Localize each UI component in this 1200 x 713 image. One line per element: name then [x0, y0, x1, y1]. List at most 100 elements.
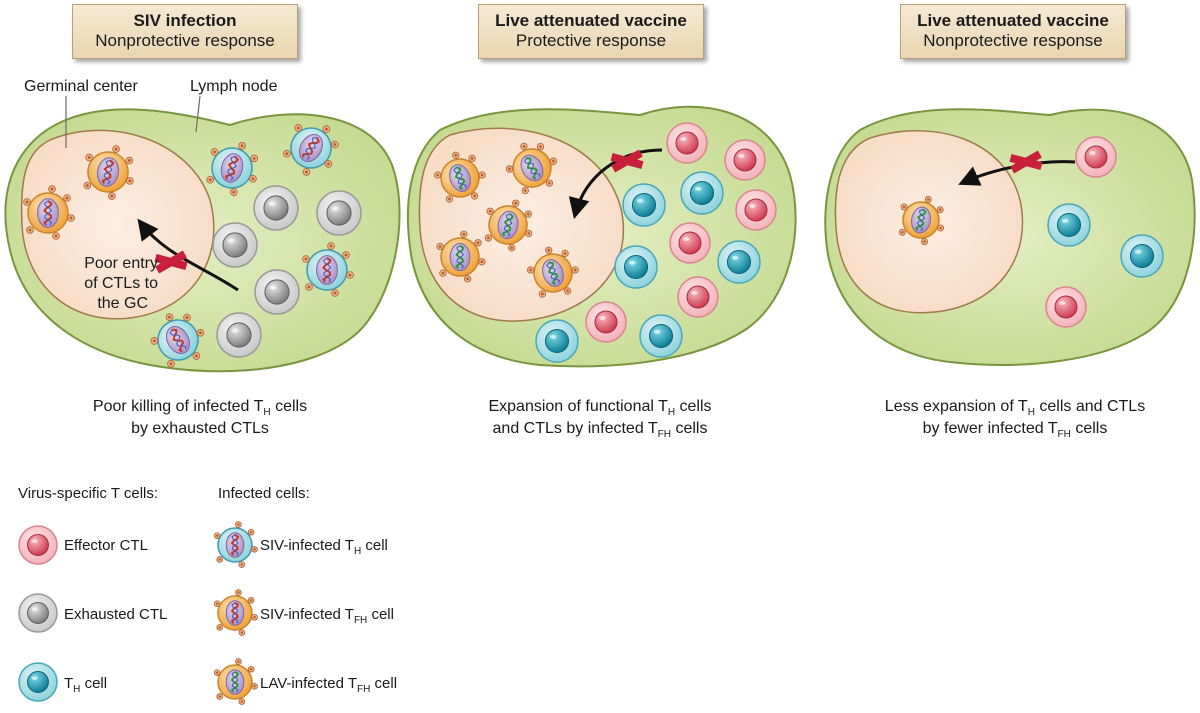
- effector-ctl-cell: [735, 189, 777, 231]
- caption-subscript: H: [1027, 407, 1035, 418]
- poor-entry-line-2: of CTLs to: [84, 275, 158, 292]
- legend-text: SIV-infected T: [260, 606, 354, 623]
- caption-text: cells: [671, 420, 708, 437]
- legend-siv-th-cell: SIV-infected TH cell: [260, 537, 388, 557]
- lav-infected-cell: [434, 151, 486, 203]
- legend-infected-title: Infected cells:: [218, 485, 310, 502]
- legend-effector-ctl: Effector CTL: [64, 537, 148, 554]
- lav-infected-cell: [527, 246, 579, 298]
- panel-1-header: SIV infection Nonprotective response: [72, 4, 298, 59]
- panel-2-subtitle: Protective response: [515, 31, 667, 50]
- caption-text: cells: [1070, 420, 1108, 437]
- th-infected-cell: [206, 142, 259, 197]
- th-cell: [639, 314, 683, 358]
- ctl-entry-arrow: [568, 148, 663, 220]
- tfh-infected-cell: [23, 185, 75, 240]
- caption-line-1: Less expansion of TH cells and CTLs: [850, 397, 1180, 419]
- panel-2-header: Live attenuated vaccine Protective respo…: [478, 4, 704, 59]
- caption-line-2: by exhausted CTLs: [40, 419, 360, 441]
- panel-1-caption: Poor killing of infected TH cells by exh…: [40, 397, 360, 441]
- tfh-infected-cell: [83, 145, 134, 200]
- cells-layer: [18, 122, 1164, 705]
- legend-text: cell: [370, 675, 398, 692]
- panel-3-caption: Less expansion of TH cells and CTLs by f…: [850, 397, 1180, 441]
- poor-entry-line-1: Poor entry: [84, 255, 158, 272]
- panel-3-subtitle: Nonprotective response: [923, 31, 1103, 50]
- legend-exhausted-ctl: Exhausted CTL: [64, 606, 168, 623]
- legend-subscript: H: [73, 684, 81, 695]
- legend-text: cell: [80, 675, 108, 692]
- lymph-node-label: Lymph node: [190, 78, 278, 95]
- effector-ctl-cell: [669, 222, 711, 264]
- caption-line-2: by fewer infected TFH cells: [850, 419, 1180, 441]
- th-cell: [535, 319, 579, 363]
- caption-text: Less expansion of T: [884, 398, 1028, 415]
- caption-text: cells: [270, 398, 308, 415]
- panel-1-title: SIV infection: [133, 11, 237, 30]
- caption-text: Expansion of functional T: [488, 398, 668, 415]
- th-cell: [622, 183, 666, 227]
- germinal-center-shape: [20, 129, 215, 320]
- exhausted-ctl-cell: [216, 312, 262, 358]
- lav-infected-cell: [505, 142, 557, 195]
- poor-entry-line-3: the GC: [97, 295, 148, 312]
- exhausted-ctl-cell: [254, 269, 300, 315]
- th-cell: [1120, 234, 1164, 278]
- panel-1-subtitle: Nonprotective response: [95, 31, 275, 50]
- panel-2-title: Live attenuated vaccine: [495, 11, 687, 30]
- poor-entry-label: Poor entry of CTLs to the GC: [76, 254, 158, 314]
- caption-line-2: and CTLs by infected TFH cells: [440, 419, 760, 441]
- effector-ctl-cell: [18, 525, 58, 565]
- th-infected-cell: [283, 124, 339, 176]
- lymph-node-leader-line: [195, 95, 201, 133]
- exhausted-ctl-cell: [253, 185, 299, 231]
- th-cell: [614, 245, 658, 289]
- th-infected-cell: [302, 242, 354, 297]
- panel-3-title: Live attenuated vaccine: [917, 11, 1109, 30]
- effector-ctl-cell: [666, 122, 708, 164]
- lav-infected-cell: [213, 658, 258, 705]
- th-cell: [1047, 203, 1091, 247]
- exhausted-ctl-cell: [18, 593, 58, 633]
- exhausted-ctl-cell: [212, 222, 258, 268]
- th-cell: [717, 240, 761, 284]
- legend-subscript: FH: [357, 684, 371, 695]
- germinal-center-label: Germinal center: [24, 78, 138, 95]
- lav-infected-cell: [484, 199, 533, 252]
- legend-th-cell: TH cell: [64, 675, 108, 695]
- lav-infected-cell: [436, 230, 486, 283]
- caption-subscript: H: [667, 407, 676, 418]
- legend-text: LAV-infected T: [260, 675, 358, 692]
- effector-ctl-cell: [585, 301, 627, 343]
- exhausted-ctl-cell: [316, 190, 362, 236]
- caption-subscript: FH: [1057, 429, 1071, 440]
- legend-siv-tfh-cell: SIV-infected TFH cell: [260, 606, 394, 626]
- block-x-icon: [154, 250, 188, 274]
- legend-text: cell: [367, 606, 394, 623]
- block-x-icon: [610, 149, 644, 173]
- lav-infected-cell: [898, 195, 945, 246]
- panel-3-header: Live attenuated vaccine Nonprotective re…: [900, 4, 1126, 59]
- legend-text: cell: [361, 537, 388, 554]
- legend-subscript: FH: [353, 615, 368, 626]
- caption-text: by exhausted CTLs: [131, 420, 269, 437]
- caption-text: cells: [675, 398, 712, 415]
- legend-lav-tfh-cell: LAV-infected TFH cell: [260, 675, 398, 695]
- caption-subscript: H: [263, 407, 271, 418]
- legend-text: T: [64, 675, 74, 692]
- legend-virus-specific-title: Virus-specific T cells:: [18, 485, 159, 502]
- caption-subscript: FH: [657, 429, 671, 440]
- caption-text: cells and CTLs: [1034, 398, 1146, 415]
- caption-line-1: Poor killing of infected TH cells: [40, 397, 360, 419]
- th-cell: [18, 662, 58, 702]
- th-cell: [680, 171, 724, 215]
- effector-ctl-cell: [724, 139, 766, 181]
- block-x-icon: [1009, 150, 1043, 174]
- legend-subscript: H: [353, 546, 362, 557]
- legend-text: SIV-infected T: [260, 537, 354, 554]
- caption-text: and CTLs by infected T: [492, 420, 658, 437]
- panel-2-caption: Expansion of functional TH cells and CTL…: [440, 397, 760, 441]
- caption-text: by fewer infected T: [922, 420, 1058, 437]
- caption-text: Poor killing of infected T: [92, 398, 264, 415]
